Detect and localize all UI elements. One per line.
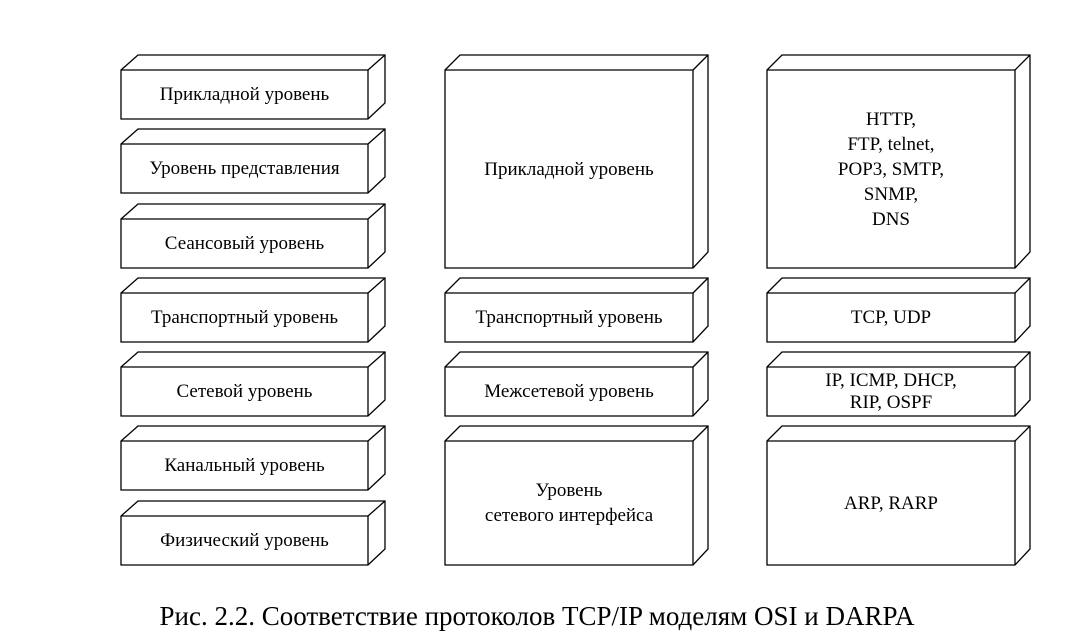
osi-box-presentation — [120, 128, 386, 194]
proto-label-internet: IP, ICMP, DHCP, RIP, OSPF — [825, 369, 957, 413]
osi-label-application: Прикладной уровень — [159, 84, 330, 105]
osi-label-physical: Физический уровень — [160, 530, 329, 551]
darpa-box-internet — [444, 351, 709, 417]
darpa-label-application: Прикладной уровень — [484, 158, 654, 180]
darpa-box-network-interface — [444, 425, 709, 566]
osi-box-network — [120, 351, 386, 417]
osi-box-session — [120, 203, 386, 269]
darpa-label-transport: Транспортный уровень — [475, 307, 663, 328]
darpa-box-transport — [444, 277, 709, 343]
osi-box-physical — [120, 500, 386, 566]
darpa-label-internet: Межсетевой уровень — [484, 381, 654, 402]
osi-label-transport: Транспортный уровень — [150, 307, 339, 328]
proto-box-transport — [766, 277, 1031, 343]
proto-label-network-interface: ARP, RARP — [844, 492, 938, 514]
osi-label-datalink: Канальный уровень — [164, 455, 325, 476]
darpa-box-application — [444, 54, 709, 269]
darpa-label-network-interface: Уровень сетевого интерфейса — [484, 480, 654, 526]
osi-label-presentation: Уровень представления — [149, 158, 340, 179]
osi-box-datalink — [120, 425, 386, 491]
proto-box-network-interface — [766, 425, 1031, 566]
proto-label-transport: TCP, UDP — [850, 307, 932, 328]
osi-label-network: Сетевой уровень — [176, 381, 313, 402]
osi-box-transport — [120, 277, 386, 343]
proto-label-application: HTTP, FTP, telnet, POP3, SMTP, SNMP, DNS — [837, 108, 945, 230]
osi-box-application — [120, 54, 386, 120]
proto-box-application — [766, 54, 1031, 269]
proto-box-internet — [766, 351, 1031, 417]
osi-label-session: Сеансовый уровень — [164, 233, 325, 254]
figure-caption: Рис. 2.2. Соответствие протоколов TCP/IP… — [159, 601, 915, 631]
